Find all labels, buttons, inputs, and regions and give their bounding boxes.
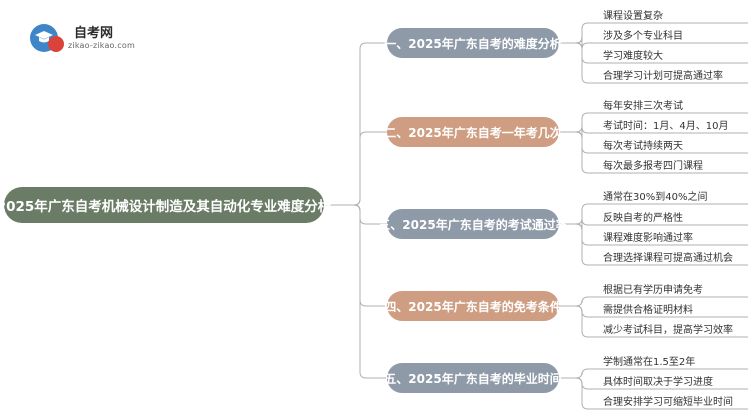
branch-leaf-connector: [559, 368, 598, 379]
branch-leaf-connector: [559, 22, 598, 44]
leaf-item: 课程难度影响通过率: [603, 233, 693, 244]
leaf-item: 需提供合格证明材料: [603, 305, 693, 316]
branch-leaf-connector: [559, 377, 598, 390]
leaf-item: 通常在30%到40%之间: [603, 192, 708, 203]
leaf-item: 课程设置复杂: [603, 11, 663, 22]
leaf-item: 每次考试持续两天: [603, 141, 683, 152]
branch-leaf-connector: [559, 42, 598, 64]
logo-subtitle: zikao-zikao.com: [68, 41, 135, 50]
leaf-item: 合理选择课程可提高通过机会: [603, 253, 733, 264]
leaf-item: 每次最多报考四门课程: [603, 161, 703, 172]
branch-leaf-connector: [559, 112, 598, 133]
branch-leaf-connector: [559, 377, 598, 410]
branch-leaf-connector: [559, 223, 598, 266]
leaf-item: 每年安排三次考试: [603, 101, 683, 112]
branch-leaf-connector: [559, 296, 598, 307]
branch-topic-5: 五、2025年广东自考的毕业时间: [384, 363, 562, 393]
root-branch-connector: [324, 204, 387, 379]
branch-leaf-connector: [559, 36, 598, 50]
branch-topic-1: 一、2025年广东自考的难度分析: [384, 28, 562, 58]
leaf-item: 考试时间：1月、4月、10月: [603, 121, 729, 132]
root-topic: 2025年广东自考机械设计制造及其自动化专业难度分析: [0, 187, 331, 223]
branch-topic-3: 三、2025年广东自考的考试通过率: [378, 209, 568, 239]
leaf-item: 具体时间取决于学习进度: [603, 377, 713, 388]
branch-topic-2: 二、2025年广东自考一年考几次: [384, 117, 562, 147]
leaf-item: 根据已有学历申请免考: [603, 285, 703, 296]
leaf-item: 涉及多个专业科目: [603, 31, 683, 42]
leaf-item: 合理学习计划可提高通过率: [603, 71, 723, 82]
site-logo[interactable]: 自考网 zikao-zikao.com: [30, 20, 170, 56]
root-branch-connector: [324, 42, 387, 206]
leaf-item: 减少考试科目，提高学习效率: [603, 325, 733, 336]
branch-topic-4: 四、2025年广东自考的免考条件: [384, 291, 562, 321]
leaf-item: 合理安排学习可缩短毕业时间: [603, 397, 733, 408]
logo-title: 自考网: [74, 26, 114, 41]
branch-leaf-connector: [559, 305, 598, 338]
leaf-item: 反映自考的严格性: [603, 213, 683, 224]
leaf-item: 学习难度较大: [603, 51, 663, 62]
branch-leaf-connector: [559, 203, 598, 225]
branch-leaf-connector: [559, 42, 598, 84]
root-branch-connector: [324, 131, 387, 206]
branch-leaf-connector: [559, 131, 598, 174]
logo-accent-dot: [48, 36, 64, 52]
branch-leaf-connector: [559, 131, 598, 154]
branch-leaf-connector: [559, 305, 598, 318]
leaf-item: 学制通常在1.5至2年: [603, 357, 696, 368]
